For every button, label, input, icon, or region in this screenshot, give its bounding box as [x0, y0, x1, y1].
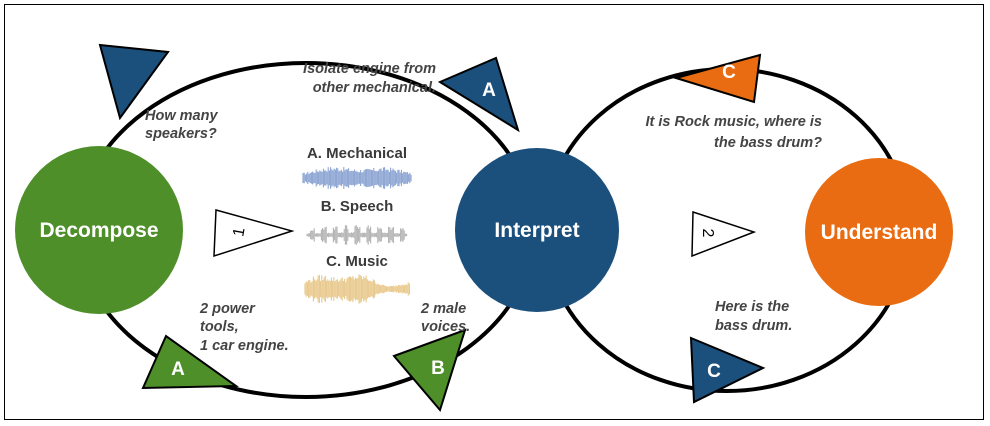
- annotation-rock-line2: the bass drum?: [714, 135, 822, 151]
- annotation-speakers-line2: speakers?: [145, 126, 217, 142]
- interpret-label: Interpret: [494, 219, 579, 242]
- marker-c-bottom-triangle: [689, 336, 766, 404]
- marker-b-top-label: B: [152, 71, 166, 92]
- annotation-isolate-line1: Isolate engine from: [303, 61, 436, 77]
- waveform-music: [304, 274, 410, 304]
- waveform-mechanical-label: A. Mechanical: [307, 145, 407, 162]
- waveform-mechanical: [302, 167, 412, 189]
- marker-a-top-label: A: [482, 80, 496, 101]
- annotation-speakers-line1: How many: [145, 108, 218, 124]
- marker-a-bottom-triangle: [141, 334, 240, 390]
- marker-b-bottom-triangle: [392, 328, 467, 413]
- understand-circle: [805, 158, 953, 306]
- annotation-voices-line1: 2 male: [420, 301, 466, 317]
- step-2-number: 2: [699, 229, 716, 238]
- waveform-speech-label: B. Speech: [321, 198, 394, 215]
- annotation-voices-line2: voices.: [421, 319, 470, 335]
- step-1-number: 1: [230, 226, 248, 238]
- waveform-music-label: C. Music: [326, 253, 388, 270]
- annotation-isolate-line2: other mechanical.: [313, 80, 436, 96]
- marker-b-bottom-label: B: [431, 358, 445, 379]
- annotation-tools-line1: 2 power: [199, 301, 256, 317]
- annotation-bass-line2: bass drum.: [715, 318, 792, 334]
- marker-c-bottom-label: C: [707, 361, 721, 382]
- understand-label: Understand: [821, 221, 938, 244]
- interpret-circle: [455, 148, 619, 312]
- marker-a-bottom-label: A: [171, 359, 185, 380]
- annotation-tools-line3: 1 car engine.: [200, 338, 289, 354]
- annotation-rock-line1: It is Rock music, where is: [646, 114, 823, 130]
- step-1-triangle: [213, 209, 295, 258]
- decompose-circle: [15, 146, 183, 314]
- annotation-bass-line1: Here is the: [715, 299, 789, 315]
- marker-b-top-triangle: [98, 43, 170, 121]
- waveform-speech: [306, 225, 408, 245]
- marker-c-top-label: C: [722, 62, 736, 83]
- step-2-triangle: [691, 210, 757, 258]
- marker-c-top-triangle: [672, 53, 762, 104]
- decompose-label: Decompose: [39, 219, 158, 242]
- marker-a-top-triangle: [437, 56, 520, 133]
- annotation-tools-line2: tools,: [200, 319, 239, 335]
